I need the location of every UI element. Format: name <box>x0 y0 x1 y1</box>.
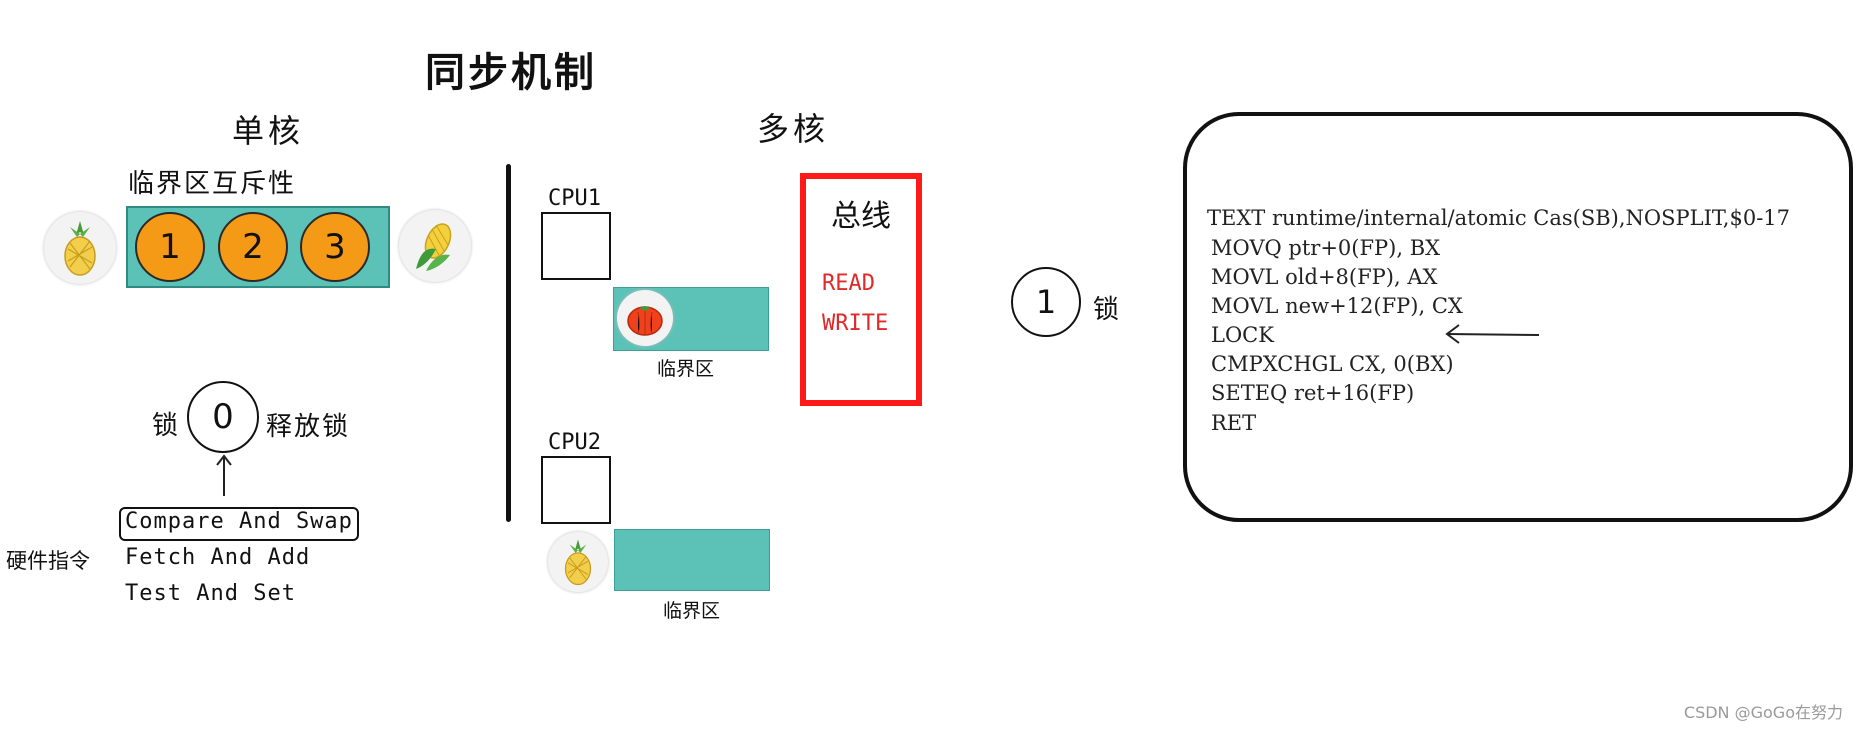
cpu1-label: CPU1 <box>548 186 601 211</box>
cpu2-critical-label: 临界区 <box>663 600 721 622</box>
hardware-instructions-label: 硬件指令 <box>6 549 90 573</box>
cpu1-box <box>541 212 611 280</box>
cpu2-label: CPU2 <box>548 430 601 455</box>
queue-ball-3: 3 <box>300 212 370 282</box>
cas-highlight-box <box>119 507 359 541</box>
queue-ball-1: 1 <box>135 212 205 282</box>
multi-core-heading: 多核 <box>757 110 830 148</box>
section-divider <box>506 164 511 522</box>
code-line-1: TEXT runtime/internal/atomic Cas(SB),NOS… <box>1207 206 1791 230</box>
code-line-4: MOVL new+12(FP), CX <box>1211 294 1463 318</box>
cpu2-critical-section <box>614 529 770 591</box>
release-lock-label: 释放锁 <box>266 412 351 442</box>
single-core-heading: 单核 <box>232 112 305 150</box>
bus-title: 总线 <box>831 199 891 234</box>
code-line-2: MOVQ ptr+0(FP), BX <box>1211 236 1441 260</box>
critical-section-queue: 1 2 3 <box>126 206 390 288</box>
code-line-5: LOCK <box>1211 323 1274 347</box>
instruction-cas: Compare And Swap <box>125 509 353 534</box>
corn-icon <box>399 210 471 282</box>
bus-box: 总线 READ WRITE <box>800 173 922 406</box>
pineapple-icon <box>548 532 608 592</box>
lock-indicator-label: 锁 <box>1093 295 1122 325</box>
code-line-6: CMPXCHGL CX, 0(BX) <box>1211 352 1454 376</box>
diagram-title: 同步机制 <box>425 50 597 96</box>
instruction-tas: Test And Set <box>125 581 296 606</box>
code-line-3: MOVL old+8(FP), AX <box>1211 265 1438 289</box>
up-arrow-icon <box>216 454 232 496</box>
assembly-code-box: TEXT runtime/internal/atomic Cas(SB),NOS… <box>1183 112 1853 522</box>
lock-value-circle: 0 <box>187 381 259 453</box>
cpu2-box <box>541 456 611 524</box>
bus-write-label: WRITE <box>822 311 889 336</box>
lock-label-left: 锁 <box>152 411 181 441</box>
instruction-faa: Fetch And Add <box>125 545 311 570</box>
tomato-icon <box>617 290 673 346</box>
code-line-8: RET <box>1211 411 1257 435</box>
watermark: CSDN @GoGo在努力 <box>1683 703 1843 722</box>
code-line-7: SETEQ ret+16(FP) <box>1211 381 1415 405</box>
pineapple-icon <box>44 212 116 284</box>
lock-indicator-circle: 1 <box>1011 267 1081 337</box>
bus-read-label: READ <box>822 271 875 296</box>
critical-section-mutex-label: 临界区互斥性 <box>128 169 297 199</box>
left-arrow-icon <box>1445 324 1540 344</box>
queue-ball-2: 2 <box>218 212 288 282</box>
cpu1-critical-label: 临界区 <box>657 358 715 380</box>
